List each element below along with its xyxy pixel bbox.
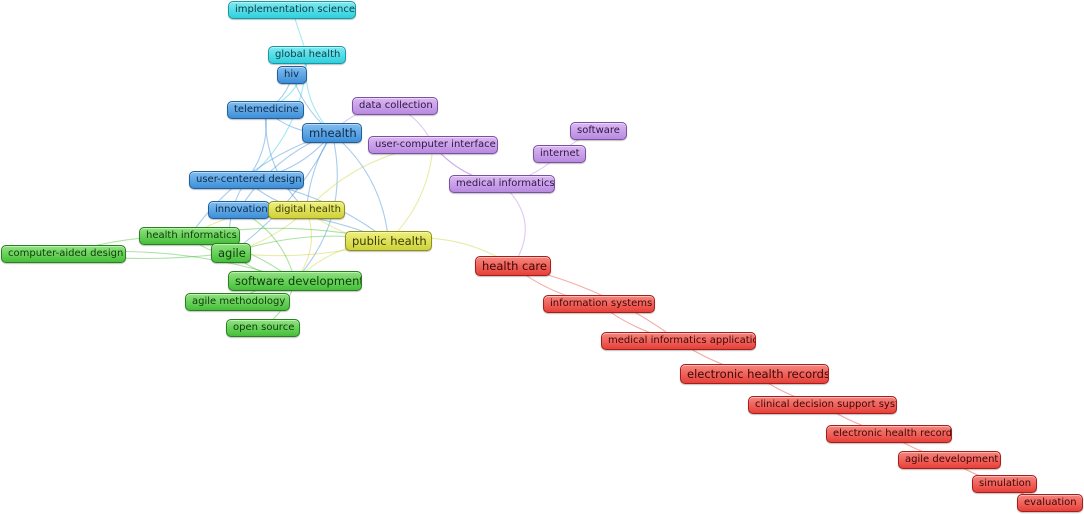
node-internet[interactable]: internet	[533, 145, 586, 163]
node-agile-development[interactable]: agile development	[898, 451, 1001, 469]
node-simulation[interactable]: simulation	[972, 475, 1037, 493]
link-medical-informatics-health-care	[501, 183, 526, 267]
node-clinical-decision-support-systems[interactable]: clinical decision support syst	[748, 396, 897, 414]
link-public-health-user-computer-interface	[388, 144, 434, 242]
node-public-health[interactable]: public health	[345, 231, 432, 251]
node-computer-aided-design[interactable]: computer-aided design	[1, 245, 126, 263]
node-information-systems[interactable]: information systems	[543, 295, 655, 313]
node-software[interactable]: software	[570, 122, 627, 140]
node-medical-informatics[interactable]: medical informatics	[449, 175, 555, 193]
node-data-collection[interactable]: data collection	[352, 97, 438, 115]
node-evaluation[interactable]: evaluation	[1017, 494, 1083, 512]
link-mhealth-agile	[230, 132, 333, 254]
node-software-development[interactable]: software development	[228, 271, 362, 291]
node-agile[interactable]: agile	[211, 243, 251, 263]
node-user-centered-design[interactable]: user-centered design	[189, 171, 304, 189]
node-agile-methodology[interactable]: agile methodology	[185, 293, 290, 311]
node-hiv[interactable]: hiv	[277, 66, 307, 84]
node-electronic-health-record[interactable]: electronic health record	[826, 425, 952, 443]
node-telemedicine[interactable]: telemedicine	[227, 101, 304, 119]
node-implementation-science[interactable]: implementation science	[228, 1, 356, 19]
node-innovation[interactable]: innovation	[208, 201, 270, 219]
node-health-care[interactable]: health care	[475, 256, 551, 276]
node-health-informatics[interactable]: health informatics	[139, 227, 240, 245]
node-electronic-health-records[interactable]: electronic health records	[680, 364, 829, 384]
node-global-health[interactable]: global health	[268, 46, 346, 64]
node-digital-health[interactable]: digital health	[268, 201, 345, 219]
node-open-source[interactable]: open source	[226, 319, 300, 337]
node-medical-informatics-applications[interactable]: medical informatics applicatio	[601, 332, 756, 350]
node-user-computer-interface[interactable]: user-computer interface	[368, 136, 498, 154]
node-mhealth[interactable]: mhealth	[302, 123, 362, 143]
